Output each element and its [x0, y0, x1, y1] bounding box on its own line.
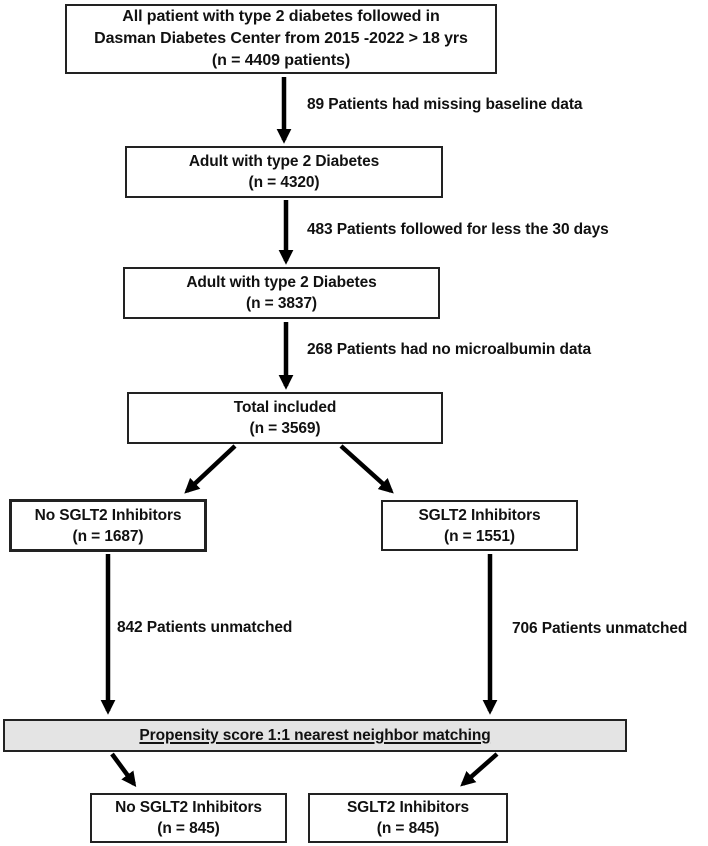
box-no-sglt2-inhibitors-845: No SGLT2 Inhibitors (n = 845)	[90, 793, 287, 843]
edge-label-missing-baseline: 89 Patients had missing baseline data	[307, 96, 583, 113]
box-no-sglt2-inhibitors-1687: No SGLT2 Inhibitors (n = 1687)	[9, 499, 207, 552]
box-line: (n = 4409 patients)	[211, 52, 351, 69]
box-all-patients: All patient with type 2 diabetes followe…	[65, 4, 497, 74]
box-propensity-matching: Propensity score 1:1 nearest neighbor ma…	[3, 719, 627, 752]
box-line: Adult with type 2 Diabetes	[186, 274, 377, 291]
box-adult-3837: Adult with type 2 Diabetes (n = 3837)	[123, 267, 440, 319]
box-line: (n = 1687)	[72, 527, 144, 545]
box-line: (n = 4320)	[248, 174, 320, 191]
box-line: (n = 845)	[376, 820, 440, 837]
box-line: Adult with type 2 Diabetes	[188, 153, 380, 170]
box-sglt2-inhibitors-845: SGLT2 Inhibitors (n = 845)	[308, 793, 508, 843]
arrow-matching-to-sglt2-845	[460, 752, 499, 787]
edge-label-less-30-days: 483 Patients followed for less the 30 da…	[307, 221, 609, 238]
arrow-matching-to-no-sglt2-845	[110, 752, 137, 788]
box-line: SGLT2 Inhibitors	[346, 799, 470, 816]
box-line: No SGLT2 Inhibitors	[34, 506, 182, 524]
arrow-total-to-no-sglt2	[184, 444, 237, 494]
box-line: No SGLT2 Inhibitors	[115, 799, 262, 816]
edge-label-unmatched-no-sglt2: 842 Patients unmatched	[117, 619, 293, 636]
box-line: All patient with type 2 diabetes followe…	[122, 8, 440, 25]
edge-label-unmatched-sglt2: 706 Patients unmatched	[512, 620, 688, 637]
edge-label-no-microalbumin: 268 Patients had no microalbumin data	[307, 341, 591, 358]
box-line: (n = 3569)	[249, 420, 321, 437]
box-sglt2-inhibitors-1551: SGLT2 Inhibitors (n = 1551)	[381, 500, 578, 551]
box-line: (n = 845)	[157, 820, 220, 837]
box-line: (n = 3837)	[246, 295, 317, 312]
box-line: SGLT2 Inhibitors	[418, 506, 541, 524]
arrow-total-to-sglt2	[339, 444, 394, 494]
box-line: (n = 1551)	[444, 527, 515, 545]
box-line: Propensity score 1:1 nearest neighbor ma…	[139, 727, 491, 744]
box-total-included: Total included (n = 3569)	[127, 392, 443, 444]
box-adult-4320: Adult with type 2 Diabetes (n = 4320)	[125, 146, 443, 198]
box-line: Total included	[233, 399, 337, 416]
box-line: Dasman Diabetes Center from 2015 -2022 >…	[94, 30, 468, 47]
